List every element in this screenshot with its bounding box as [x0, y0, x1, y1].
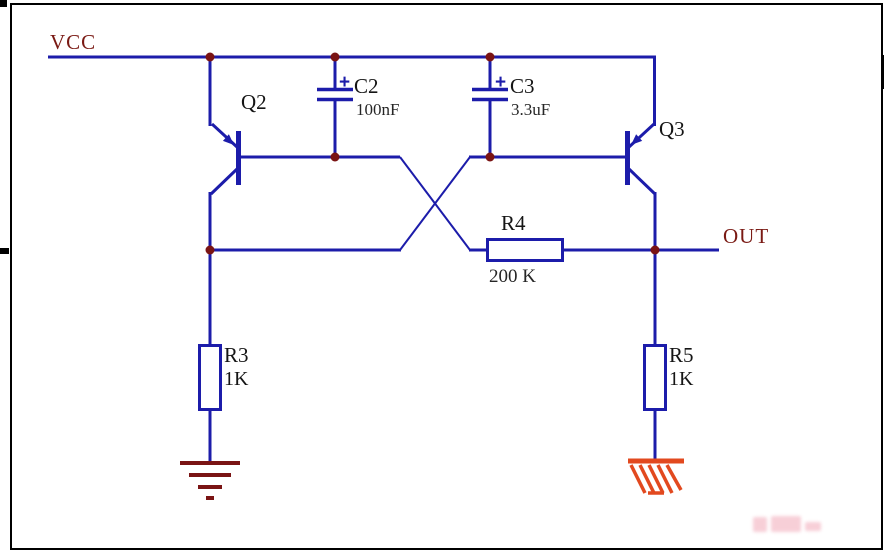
transistor-q3 [625, 122, 657, 196]
q3-ref-label: Q3 [659, 117, 685, 141]
q3-collector-lead [627, 167, 657, 196]
q2-ref-label: Q2 [241, 90, 267, 114]
q2-collector-lead [209, 167, 239, 196]
junction-dot [330, 152, 340, 162]
ground-right-hatch [656, 464, 674, 494]
capacitor-c3 [472, 57, 508, 157]
ground-right-hatch [647, 464, 665, 494]
right-edge-artifact [881, 55, 884, 89]
ground-symbol-right [628, 458, 684, 495]
vcc-rail-wire [48, 55, 656, 126]
c2-polarity-plus: + [339, 72, 351, 93]
r4-body [486, 238, 564, 262]
out-net-label: OUT [723, 224, 770, 248]
junction-dot [485, 152, 495, 162]
left-edge-artifact [0, 248, 9, 254]
ground-right-hatch [638, 464, 656, 494]
r5-value-label: 1K [669, 368, 694, 390]
resistor-r4 [469, 238, 719, 262]
ground-right-hatch [665, 464, 683, 491]
junction-dot [330, 52, 340, 62]
resistor-r3 [198, 344, 222, 462]
vcc-net-label: VCC [50, 30, 97, 54]
junction-dot [485, 52, 495, 62]
watermark-smudge [805, 522, 821, 531]
capacitor-c2 [317, 57, 353, 157]
q3-emitter-arrow [631, 134, 643, 145]
junction-dot [205, 245, 215, 255]
q2-emitter-arrow [222, 134, 234, 145]
c3-value-label: 3.3uF [511, 100, 551, 119]
r3-ref-label: R3 [224, 343, 249, 367]
r5-ref-label: R5 [669, 343, 694, 367]
r5-body [643, 344, 667, 411]
ground-symbol-left [180, 461, 240, 500]
wire-cross-diagonal-2 [399, 156, 471, 251]
junction-dot [205, 52, 215, 62]
c2-value-label: 100nF [356, 100, 400, 119]
junction-dots [205, 52, 660, 255]
r3-value-label: 1K [224, 368, 249, 390]
c3-polarity-plus: + [495, 72, 507, 93]
watermark-smudge [771, 516, 801, 532]
r4-ref-label: R4 [501, 211, 526, 235]
ground-right-hatch [629, 464, 647, 494]
resistor-r5 [643, 344, 667, 460]
c2-ref-label: C2 [354, 74, 379, 98]
corner-artifact [0, 0, 7, 7]
image-border [10, 3, 883, 550]
transistor-q2 [209, 122, 241, 196]
r4-value-label: 200 K [489, 266, 536, 287]
junction-dot [650, 245, 660, 255]
r3-body [198, 344, 222, 411]
c3-ref-label: C3 [510, 74, 535, 98]
watermark-smudge [753, 517, 767, 532]
